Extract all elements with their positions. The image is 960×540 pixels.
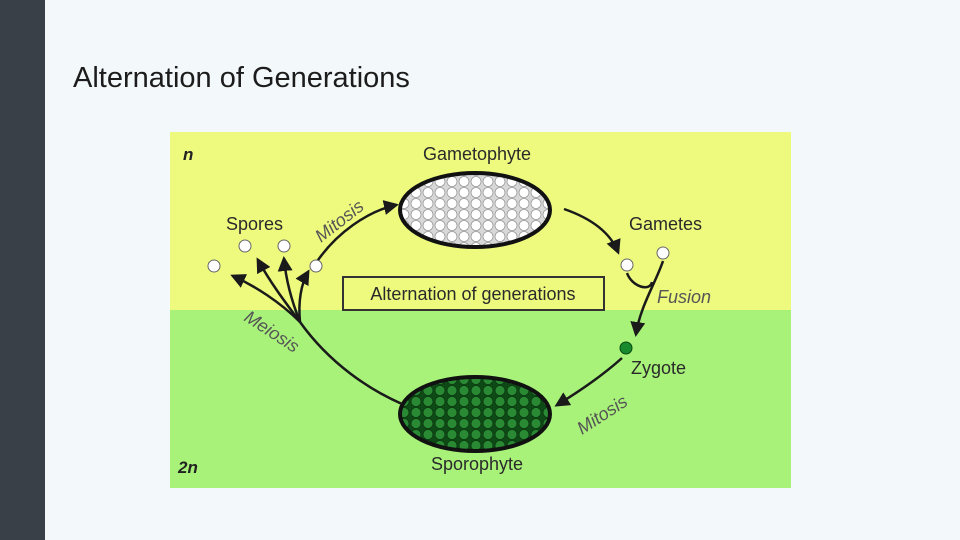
gametophyte-label: Gametophyte [423,144,531,164]
gametophyte-ellipse [398,171,552,249]
gamete-cell [656,246,670,260]
fusion-arrow [630,260,665,337]
spore-cell [207,259,221,273]
sporophyte-to-spores-arrow [298,321,403,406]
spore-cell [309,259,323,273]
ploidy-n-label: n [183,145,193,164]
zygote-label: Zygote [631,358,686,378]
spore-to-gametophyte-arrow [314,200,399,264]
slide-title: Alternation of Generations [73,62,410,94]
zygote-cell [619,341,633,355]
gamete-cell [620,258,634,272]
meiosis-arrow [230,274,301,323]
gametophyte-to-gametes-arrow [563,207,621,255]
sporophyte-ellipse [398,375,552,453]
fusion-label: Fusion [657,287,711,307]
meiosis-arrow [277,256,302,323]
fusion-arrow [625,272,654,289]
spore-cell [277,239,291,253]
meiosis-arrow [295,269,310,323]
meiosis-arrow [256,257,302,323]
spore-cell [238,239,252,253]
alternation-diagram: n 2n Gametophyte Mitosis Gametes Fusion … [170,132,791,488]
spores-label: Spores [226,214,283,234]
sidebar-bar [0,0,45,540]
center-label-box [342,276,605,311]
center-label: Alternation of generations [370,284,575,304]
sporophyte-label: Sporophyte [431,454,523,474]
gametes-label: Gametes [629,214,702,234]
zygote-to-sporophyte-arrow [554,357,623,407]
ploidy-2n-label: 2n [177,458,198,477]
